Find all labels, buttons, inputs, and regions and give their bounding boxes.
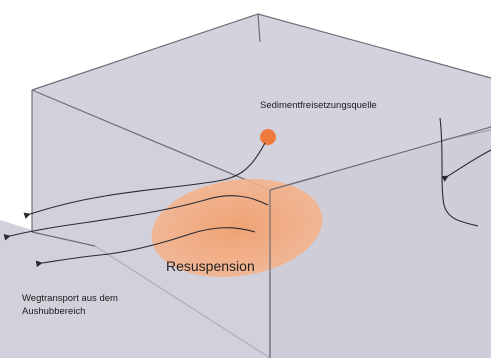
transport-label-line2: Aushubbereich <box>22 306 86 317</box>
flow-line-3 <box>35 227 256 268</box>
transport-flow-lines <box>3 117 491 268</box>
flow-line-2 <box>3 195 269 241</box>
source-label: Sedimentfreisetzungsquelle <box>260 100 377 111</box>
flow-line-1 <box>23 142 266 219</box>
transport-label-line1: Wegtransport aus dem <box>22 293 118 304</box>
flow-line-right-arrow <box>441 149 491 182</box>
flow-line-right <box>439 117 479 227</box>
sediment-source-dot <box>260 129 276 145</box>
resuspension-label: Resuspension <box>166 258 255 274</box>
